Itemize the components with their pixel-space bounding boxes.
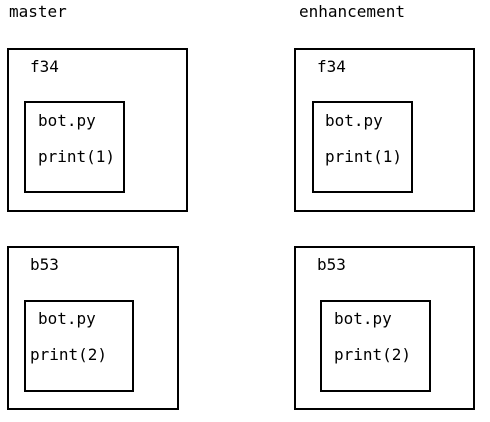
file-content-enhancement-b53: print(2) xyxy=(334,345,412,364)
file-content-master-f34: print(1) xyxy=(38,147,116,166)
file-box-master-b53 xyxy=(24,300,134,392)
file-name-master-b53: bot.py xyxy=(38,309,96,328)
commit-id-enhancement-f34: f34 xyxy=(317,57,346,76)
file-box-enhancement-f34 xyxy=(312,101,413,193)
file-content-master-b53: print(2) xyxy=(30,345,108,364)
file-name-enhancement-f34: bot.py xyxy=(325,111,383,130)
file-name-enhancement-b53: bot.py xyxy=(334,309,392,328)
branch-label-master: master xyxy=(9,2,67,21)
file-name-master-f34: bot.py xyxy=(38,111,96,130)
file-content-enhancement-f34: print(1) xyxy=(325,147,403,166)
commit-id-master-f34: f34 xyxy=(30,57,59,76)
commit-id-master-b53: b53 xyxy=(30,255,59,274)
file-box-enhancement-b53 xyxy=(320,300,431,392)
file-box-master-f34 xyxy=(24,101,125,193)
branch-label-enhancement: enhancement xyxy=(299,2,405,21)
commit-id-enhancement-b53: b53 xyxy=(317,255,346,274)
